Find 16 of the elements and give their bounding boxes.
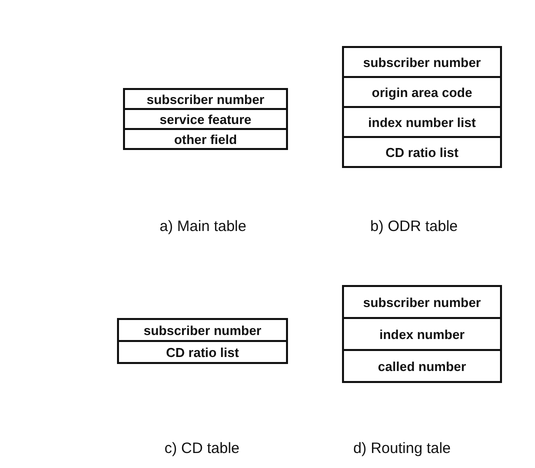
table-field-row: service feature <box>123 108 288 130</box>
table-caption: c) CD table <box>164 440 240 457</box>
table-field-row: CD ratio list <box>342 136 502 168</box>
table-caption: a) Main table <box>160 218 246 235</box>
table-field-row: subscriber number <box>117 318 288 342</box>
table-caption: d) Routing tale <box>353 440 451 457</box>
table-field-row: called number <box>342 349 502 383</box>
table-field-row: origin area code <box>342 76 502 108</box>
table-field-row: subscriber number <box>342 285 502 319</box>
table-field-row: index number <box>342 317 502 351</box>
table-field-row: subscriber number <box>342 46 502 78</box>
table-caption: b) ODR table <box>370 218 458 235</box>
table-field-row: index number list <box>342 106 502 138</box>
table-field-row: other field <box>123 128 288 150</box>
table-field-row: CD ratio list <box>117 340 288 364</box>
table-field-row: subscriber number <box>123 88 288 110</box>
